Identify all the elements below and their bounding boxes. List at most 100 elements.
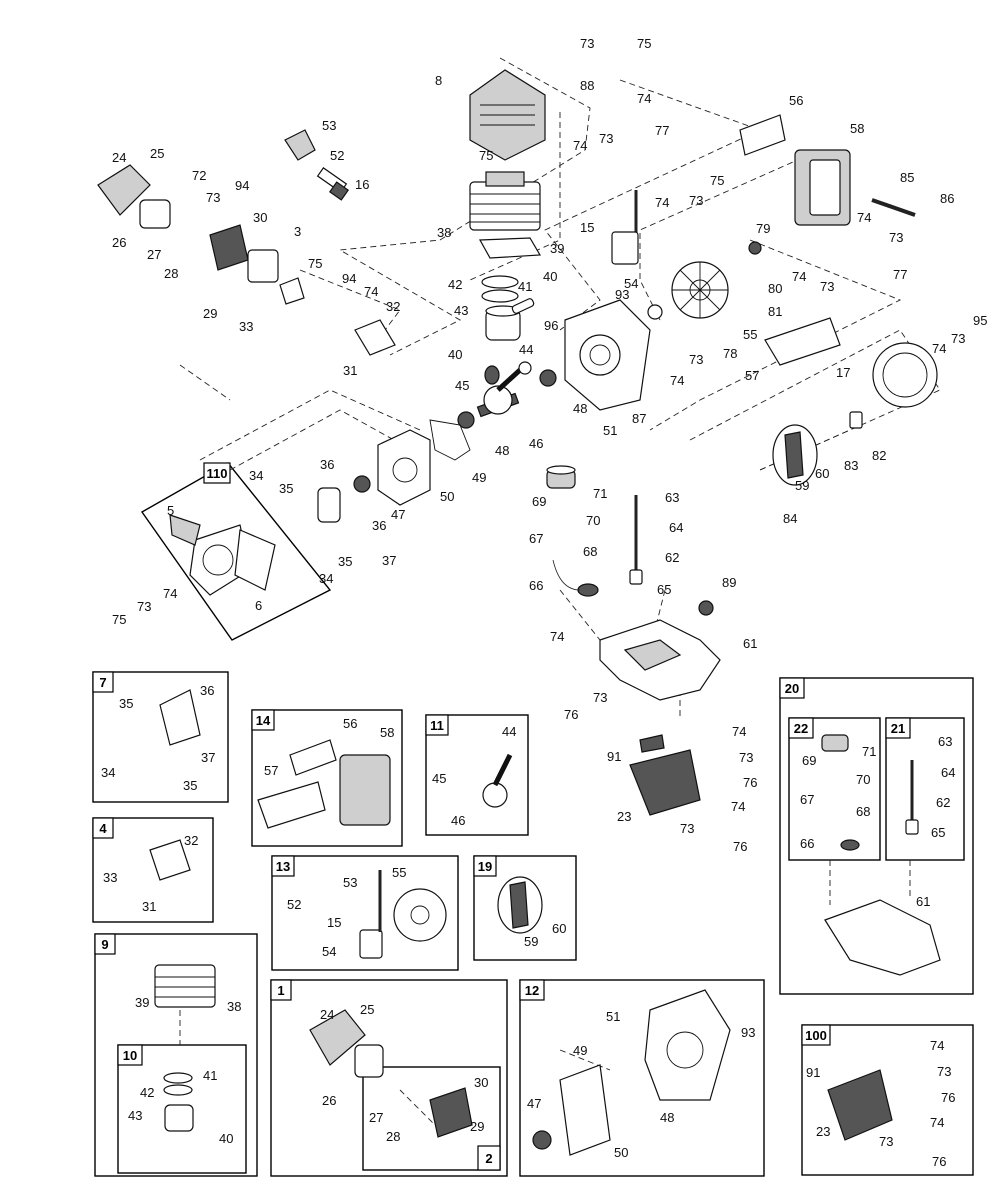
callout: 43 [454, 303, 468, 318]
carb-gasket-part [279, 277, 305, 305]
callout: 43 [128, 1108, 142, 1123]
callout: 26 [112, 235, 126, 250]
callout: 74 [637, 91, 651, 106]
callout: 17 [836, 365, 850, 380]
callout: 41 [518, 279, 532, 294]
callout: 73 [680, 821, 694, 836]
callout: 86 [940, 191, 954, 206]
callout: 59 [795, 478, 809, 493]
callout: 73 [599, 131, 613, 146]
frame-2 [362, 1066, 501, 1171]
callout: 39 [135, 995, 149, 1010]
inset-13-flywheel [359, 870, 447, 959]
callout: 39 [550, 241, 564, 256]
crankcase-part [564, 299, 651, 411]
callout: 8 [435, 73, 442, 88]
cylinder-cover-part [469, 69, 546, 161]
callout: 69 [532, 494, 546, 509]
callout: 29 [203, 306, 217, 321]
callout: 74 [550, 629, 564, 644]
callout: 69 [802, 753, 816, 768]
callout: 23 [816, 1124, 830, 1139]
tab-12-label: 12 [525, 983, 539, 998]
clutch-stud-part [849, 411, 863, 429]
callout: 73 [206, 190, 220, 205]
callout: 95 [973, 313, 987, 328]
tab-110: 110 [203, 462, 231, 484]
callout: 29 [470, 1119, 484, 1134]
tab-7: 7 [92, 671, 114, 693]
callout: 75 [637, 36, 651, 51]
callout: 64 [941, 765, 955, 780]
callout: 74 [731, 799, 745, 814]
tab-100: 100 [801, 1024, 831, 1046]
inset-9-cylinder [154, 964, 216, 1008]
tab-13: 13 [271, 855, 295, 877]
inset-100-bracket [827, 1069, 893, 1141]
callout: 54 [624, 276, 638, 291]
callout: 47 [527, 1096, 541, 1111]
callout: 50 [440, 489, 454, 504]
callout: 55 [392, 865, 406, 880]
tab-7-label: 7 [99, 675, 106, 690]
callout: 61 [743, 636, 757, 651]
callout: 32 [386, 299, 400, 314]
callout: 77 [893, 267, 907, 282]
callout: 76 [743, 775, 757, 790]
tab-4-label: 4 [99, 821, 107, 836]
crankcase-gasket-part [429, 419, 471, 461]
spark-boot-part [284, 129, 316, 161]
tab-10-label: 10 [123, 1048, 137, 1063]
callout: 57 [264, 763, 278, 778]
callout: 68 [583, 544, 597, 559]
ignition-module-part [611, 190, 639, 265]
tab-19: 19 [473, 855, 497, 877]
callout: 76 [733, 839, 747, 854]
washer-part [647, 304, 663, 320]
tab-2-label: 2 [485, 1151, 492, 1166]
muffler-gasket-part [739, 114, 786, 156]
callout: 93 [741, 1025, 755, 1040]
callout: 59 [524, 934, 538, 949]
callout: 26 [322, 1093, 336, 1108]
callout: 73 [689, 193, 703, 208]
clutch-housing-part [872, 342, 938, 408]
frame-14 [251, 709, 403, 847]
callout: 94 [235, 178, 249, 193]
callout: 46 [451, 813, 465, 828]
callout: 46 [529, 436, 543, 451]
tab-110-label: 110 [207, 466, 228, 481]
callout: 75 [308, 256, 322, 271]
inset-20-tank [821, 734, 941, 976]
callout: 25 [360, 1002, 374, 1017]
frame-4 [92, 817, 214, 923]
nut-part [748, 241, 762, 255]
callout: 60 [815, 466, 829, 481]
callout: 35 [338, 554, 352, 569]
callout: 27 [147, 247, 161, 262]
callout: 77 [655, 123, 669, 138]
callout: 38 [227, 999, 241, 1014]
callout: 36 [372, 518, 386, 533]
callout: 24 [320, 1007, 334, 1022]
tab-12: 12 [519, 979, 545, 1001]
callout: 28 [386, 1129, 400, 1144]
callout: 45 [432, 771, 446, 786]
spark-plug-part [316, 167, 350, 201]
callout: 76 [564, 707, 578, 722]
tab-2: 2 [477, 1145, 501, 1171]
tab-9-label: 9 [101, 937, 108, 952]
callout: 74 [670, 373, 684, 388]
callout: 34 [249, 468, 263, 483]
frame-100 [801, 1024, 974, 1176]
frame-11 [425, 714, 529, 836]
parts [97, 69, 941, 1156]
callout: 34 [101, 765, 115, 780]
frame-7 [92, 671, 229, 803]
callout: 73 [593, 690, 607, 705]
callout: 5 [167, 503, 174, 518]
fuel-tank-part [599, 619, 721, 701]
tab-11: 11 [425, 714, 449, 736]
